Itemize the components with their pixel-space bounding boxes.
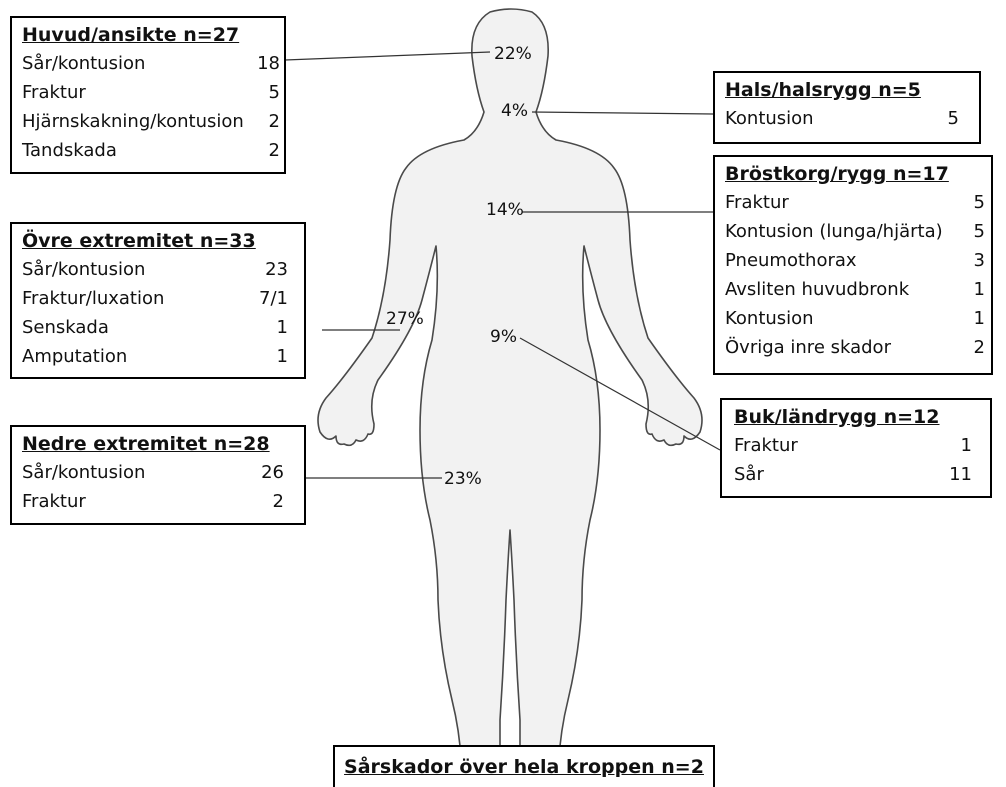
chest-title: Bröstkorg/rygg n=17: [725, 160, 985, 188]
abdomen-percent: 9%: [490, 327, 517, 347]
chest-percent: 14%: [486, 200, 524, 220]
abdomen-title: Buk/ländrygg n=12: [734, 403, 972, 431]
head-leader: [285, 52, 490, 60]
list-item: Kontusion (lunga/hjärta)5: [725, 217, 985, 246]
upper-title: Övre extremitet n=33: [22, 227, 288, 255]
lower-percent: 23%: [444, 469, 482, 489]
whole-body-box: Sårskador över hela kroppen n=2: [333, 745, 715, 787]
neck-title: Hals/halsrygg n=5: [725, 76, 959, 104]
whole-body-title: Sårskador över hela kroppen n=2: [335, 753, 713, 781]
lower-title: Nedre extremitet n=28: [22, 430, 284, 458]
neck-percent: 4%: [501, 101, 528, 121]
head-percent: 22%: [494, 44, 532, 64]
upper-percent: 27%: [386, 309, 424, 329]
head-title: Huvud/ansikte n=27: [22, 21, 280, 49]
body-silhouette: [318, 9, 702, 785]
neck-leader: [532, 112, 713, 114]
